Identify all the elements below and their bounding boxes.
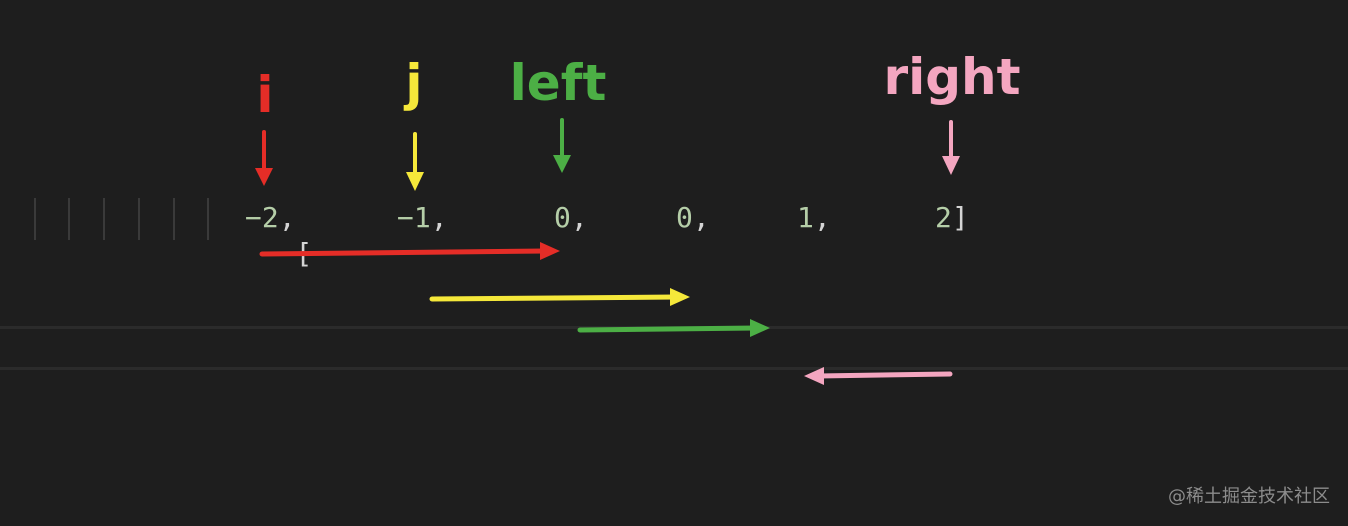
indent-guide (34, 198, 36, 240)
array-element: 0, (554, 201, 588, 234)
move-arrow-i (259, 242, 560, 260)
array-element: 1, (797, 201, 831, 234)
pointer-label-j: j (405, 54, 423, 112)
watermark: @稀土掘金技术社区 (1168, 486, 1330, 507)
array-element: −1, (397, 201, 448, 234)
move-arrow-right (804, 367, 953, 385)
indent-guide (207, 198, 209, 240)
move-arrow-left (577, 319, 770, 337)
indent-guide (138, 198, 140, 240)
array-element: −2, (245, 201, 296, 234)
move-arrow-j (429, 288, 690, 306)
indent-guide (68, 198, 70, 240)
pointer-label-right: right (883, 48, 1021, 106)
separator-line (0, 367, 1348, 370)
pointer-arrow-i (255, 130, 273, 186)
array-close-bracket: ] (951, 201, 969, 234)
array-element: 2] (935, 201, 969, 234)
indent-guide (103, 198, 105, 240)
pointer-arrow-right (942, 120, 960, 175)
pointer-arrow-j (406, 132, 424, 191)
array-element: 0, (676, 201, 710, 234)
pointer-label-i: i (256, 66, 274, 124)
pointer-arrow-left (553, 118, 571, 173)
pointer-label-left: left (509, 54, 607, 112)
indent-guide (173, 198, 175, 240)
